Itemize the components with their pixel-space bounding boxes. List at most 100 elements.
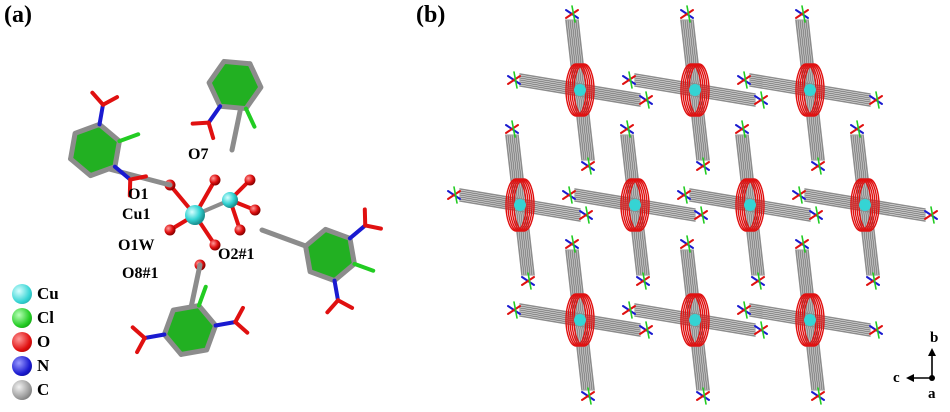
c-ball-icon (12, 380, 32, 400)
nitro-tuft (505, 124, 519, 134)
cl-tuft (760, 91, 765, 109)
cl-tuft (743, 301, 748, 319)
cl-tuft (686, 235, 691, 253)
packing-unit (507, 235, 653, 405)
ligand (259, 207, 383, 315)
nitro-tuft (620, 124, 634, 134)
cu-atom (185, 205, 205, 225)
packing-unit (792, 120, 938, 290)
cl-tuft (571, 235, 576, 253)
cl-tuft (875, 91, 880, 109)
cl-tuft (817, 157, 822, 175)
cu-ball-icon (12, 284, 32, 304)
nitro-tuft (696, 161, 710, 171)
cu-site (804, 84, 816, 96)
cl-tuft (760, 321, 765, 339)
axis-label-a: a (928, 386, 936, 402)
nitro-tuft (795, 239, 809, 249)
legend-label-o: O (37, 332, 51, 351)
packing-unit (677, 120, 823, 290)
legend-label-cu: Cu (37, 284, 59, 303)
nitro-tuft (694, 210, 708, 220)
nitro-tuft (447, 190, 461, 200)
axis-label-c: c (893, 370, 900, 386)
cl-tuft (683, 186, 688, 204)
cl-tuft (741, 120, 746, 138)
cl-tuft (801, 235, 806, 253)
cl-tuft (626, 120, 631, 138)
n-o-bond (100, 95, 120, 107)
n-o-bond (335, 298, 355, 310)
cl-tuft (875, 321, 880, 339)
c-n-bond (332, 278, 340, 303)
atom-label-o2-1: O2#1 (218, 246, 255, 263)
cl-tuft (568, 186, 573, 204)
packing-unit (562, 120, 708, 290)
cl-tuft (513, 301, 518, 319)
cu-atom (222, 192, 238, 208)
cl-tuft (628, 71, 633, 89)
nitro-tuft (507, 75, 521, 85)
atom-label-o1w: O1W (118, 237, 155, 254)
nitro-tuft (809, 210, 823, 220)
nitro-tuft (811, 161, 825, 171)
oxygen-atom (209, 239, 221, 251)
oxygen-atom (209, 174, 221, 186)
c-cl-bond (352, 261, 376, 273)
n-o-bond (90, 90, 105, 107)
nitro-tuft (680, 239, 694, 249)
benzene-ring (161, 303, 219, 357)
nitro-tuft (639, 325, 653, 335)
oxygen-atom (249, 204, 261, 216)
nitro-tuft (622, 305, 636, 315)
benzene-ring (303, 226, 357, 284)
cl-tuft (513, 71, 518, 89)
nitro-tuft (581, 161, 595, 171)
n-o-bond (190, 120, 211, 126)
cl-tuft (587, 157, 592, 175)
nitro-tuft (636, 276, 650, 286)
c-cl-bond (196, 284, 208, 308)
c-n-bond (97, 102, 105, 127)
cl-tuft (798, 186, 803, 204)
c-n-bond (142, 332, 167, 340)
nitro-tuft (677, 190, 691, 200)
atom-label-o7: O7 (188, 146, 209, 163)
legend-item-cu: Cu (12, 282, 59, 306)
cl-tuft (642, 272, 647, 290)
panel-a-molecule (68, 58, 383, 357)
axis-label-b: b (930, 330, 939, 346)
cl-tuft (930, 206, 935, 224)
nitro-tuft (811, 391, 825, 401)
nitro-tuft (521, 276, 535, 286)
nitro-tuft (754, 95, 768, 105)
copper-core (164, 174, 261, 271)
cl-tuft (702, 387, 707, 405)
cl-tuft (511, 120, 516, 138)
nitro-tuft (581, 391, 595, 401)
packing-unit (622, 5, 768, 175)
atom-label-o1: O1 (128, 186, 149, 203)
c-cl-bond (243, 106, 257, 129)
nitro-tuft (795, 9, 809, 19)
nitro-tuft (696, 391, 710, 401)
atom-label-cu1: Cu1 (122, 206, 151, 223)
cl-tuft (801, 5, 806, 23)
nitro-tuft (792, 190, 806, 200)
panel-a-label: (a) (4, 2, 32, 28)
benzene-ring (206, 58, 264, 112)
oxygen-atom (164, 224, 176, 236)
packing-unit (447, 120, 593, 290)
nitro-tuft (507, 305, 521, 315)
cl-tuft (686, 5, 691, 23)
nitro-tuft (737, 305, 751, 315)
cu-site (514, 199, 526, 211)
nitro-tuft (579, 210, 593, 220)
ligand (68, 90, 173, 198)
cl-tuft (856, 120, 861, 138)
cl-tuft (702, 157, 707, 175)
nitro-tuft (869, 325, 883, 335)
benzene-ring (68, 121, 122, 179)
n-o-bond (325, 298, 340, 315)
